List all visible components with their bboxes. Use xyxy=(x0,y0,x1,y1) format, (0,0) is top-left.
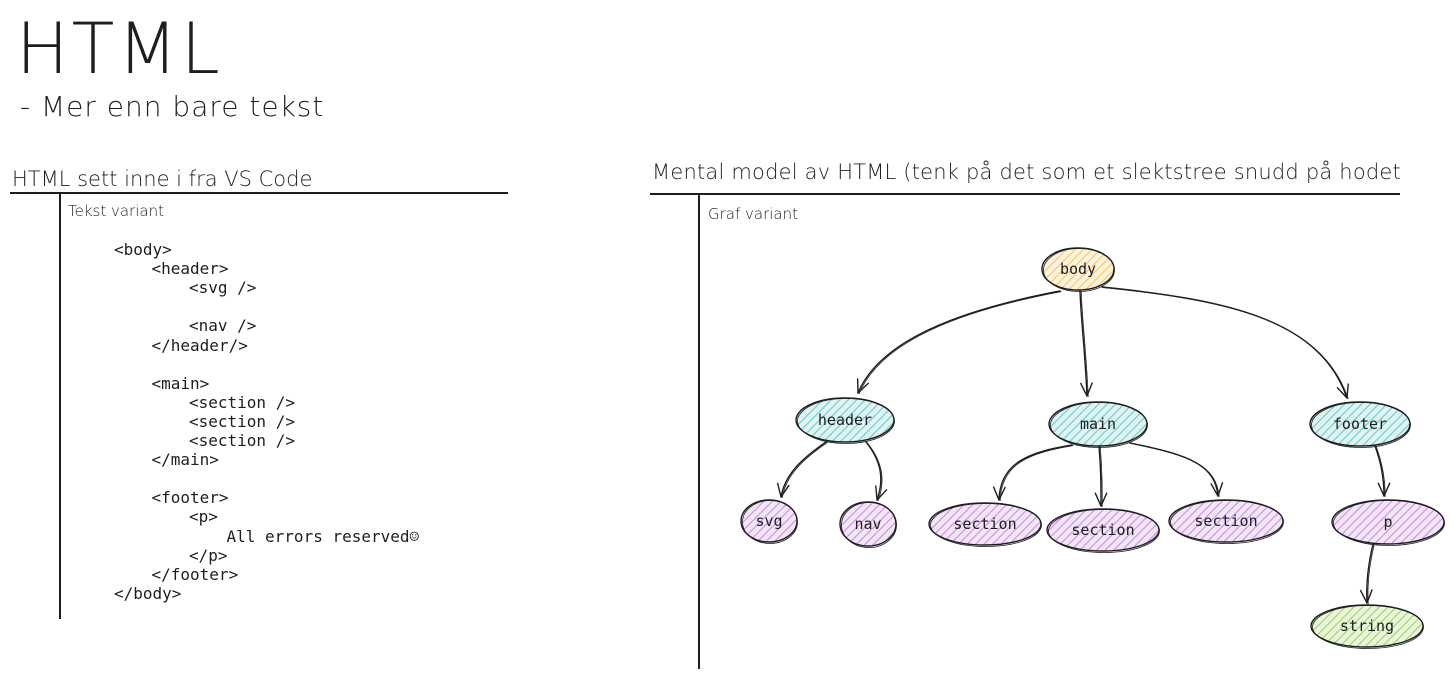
node-shape xyxy=(740,499,798,543)
edge-body-footer xyxy=(1101,286,1349,400)
node-nav: nav xyxy=(839,501,897,548)
graph-variant-label: Graf variant xyxy=(708,205,799,223)
code-line: <p> xyxy=(189,507,218,527)
node-label: main xyxy=(1080,415,1116,433)
node-label: footer xyxy=(1333,415,1387,433)
edge-footer-p xyxy=(1374,445,1391,498)
node-main: main xyxy=(1048,401,1148,448)
node-label: header xyxy=(818,411,872,429)
edge-p-string xyxy=(1359,543,1375,605)
node-label: section xyxy=(1071,521,1134,539)
code-line: </footer> xyxy=(151,564,239,584)
node-outline-sketch xyxy=(1050,402,1148,448)
edge-header-nav xyxy=(865,441,888,502)
node-label: section xyxy=(1194,512,1257,530)
node-string: string xyxy=(1310,604,1424,649)
node-outline-sketch xyxy=(1333,500,1445,546)
code-line: <body> xyxy=(114,240,172,259)
page-title: HTML xyxy=(16,8,223,90)
node-shape xyxy=(1048,401,1148,447)
node-body: body xyxy=(1041,247,1115,292)
code-line: <nav /> xyxy=(189,316,257,336)
node-shape xyxy=(1041,247,1115,291)
node-outline-sketch xyxy=(742,500,798,544)
edge-main-section1 xyxy=(992,444,1074,502)
code-line: </body> xyxy=(114,583,182,603)
node-outline-sketch xyxy=(1043,248,1115,292)
node-outline-sketch xyxy=(930,503,1042,547)
edge-body-main xyxy=(1079,290,1093,398)
edge-main-section2 xyxy=(1094,445,1108,508)
node-outline-sketch xyxy=(1312,605,1424,649)
node-footer: footer xyxy=(1309,401,1411,448)
node-shape xyxy=(795,397,895,443)
left-heading-divider xyxy=(10,192,508,194)
right-heading-divider xyxy=(650,193,1400,195)
left-panel-vertical-divider xyxy=(59,193,61,619)
node-outline-sketch xyxy=(841,502,897,548)
node-shape xyxy=(1168,499,1284,543)
right-panel-heading: Mental model av HTML (tenk på det som et… xyxy=(652,160,1401,184)
right-panel-vertical-divider xyxy=(698,194,700,669)
node-outline-sketch xyxy=(1170,500,1284,544)
node-shape xyxy=(1046,508,1160,552)
code-line: All errors reserved☺ xyxy=(226,526,420,546)
edge-header-svg xyxy=(776,441,828,499)
node-label: nav xyxy=(854,515,881,533)
node-svg: svg xyxy=(740,499,798,544)
node-section1: section xyxy=(928,502,1042,547)
node-section3: section xyxy=(1168,499,1284,544)
code-line: </p> xyxy=(189,545,228,565)
node-label: svg xyxy=(755,512,782,530)
node-shape xyxy=(1310,604,1424,648)
node-section2: section xyxy=(1046,508,1160,553)
node-shape xyxy=(1331,499,1445,545)
code-line: <main> xyxy=(151,373,210,393)
code-line: <section /> xyxy=(189,392,295,412)
node-outline-sketch xyxy=(797,398,895,444)
node-header: header xyxy=(795,397,895,444)
code-line: </main> xyxy=(151,450,219,470)
node-outline-sketch xyxy=(1048,509,1160,553)
html-code-block: <body><header><svg /> <nav /></header/> <m… xyxy=(0,0,600,679)
node-shape xyxy=(839,501,897,547)
code-line: <header> xyxy=(151,259,229,279)
node-p: p xyxy=(1331,499,1445,546)
node-shape xyxy=(928,502,1042,546)
code-line: </header/> xyxy=(151,335,248,355)
node-label: string xyxy=(1340,617,1394,635)
left-panel-heading: HTML sett inne i fra VS Code xyxy=(12,167,313,191)
page-subtitle: - Mer enn bare tekst xyxy=(20,90,325,123)
edge-body-header xyxy=(856,290,1062,395)
code-line: <section /> xyxy=(189,411,295,431)
node-shape xyxy=(1309,401,1411,447)
node-label: section xyxy=(953,515,1016,533)
edge-main-section3 xyxy=(1129,442,1224,498)
node-label: p xyxy=(1383,513,1392,531)
node-label: body xyxy=(1060,260,1096,278)
code-line: <svg /> xyxy=(189,278,257,298)
code-line: <section /> xyxy=(189,431,295,450)
code-line: <footer> xyxy=(151,488,229,508)
text-variant-label: Tekst variant xyxy=(68,202,164,220)
node-outline-sketch xyxy=(1311,402,1411,448)
